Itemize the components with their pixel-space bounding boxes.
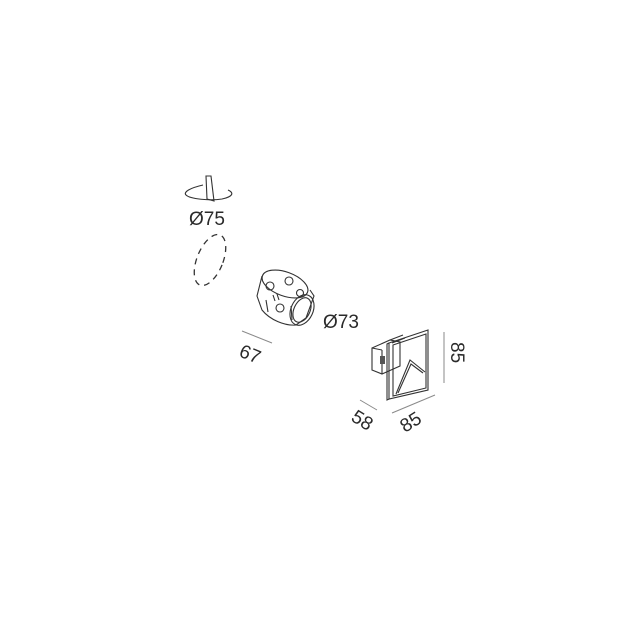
- lamp-width-label: 85: [397, 408, 426, 437]
- lamp-depth-dimension-line: [359, 399, 378, 411]
- luminaire-drawing: [371, 329, 429, 401]
- box-diameter-label: Ø73: [323, 312, 359, 333]
- box-depth-dimension-line: [241, 330, 273, 344]
- hole-diameter-label: Ø75: [189, 209, 225, 230]
- hole-symbol-icon: [184, 175, 233, 202]
- cutout-outline: [193, 233, 227, 287]
- flush-box-drawing: [256, 269, 315, 326]
- lamp-height-label: 85: [446, 342, 467, 363]
- box-depth-label: 67: [236, 341, 263, 368]
- lamp-depth-label: 58: [347, 406, 376, 435]
- lamp-width-dimension-line: [391, 394, 436, 414]
